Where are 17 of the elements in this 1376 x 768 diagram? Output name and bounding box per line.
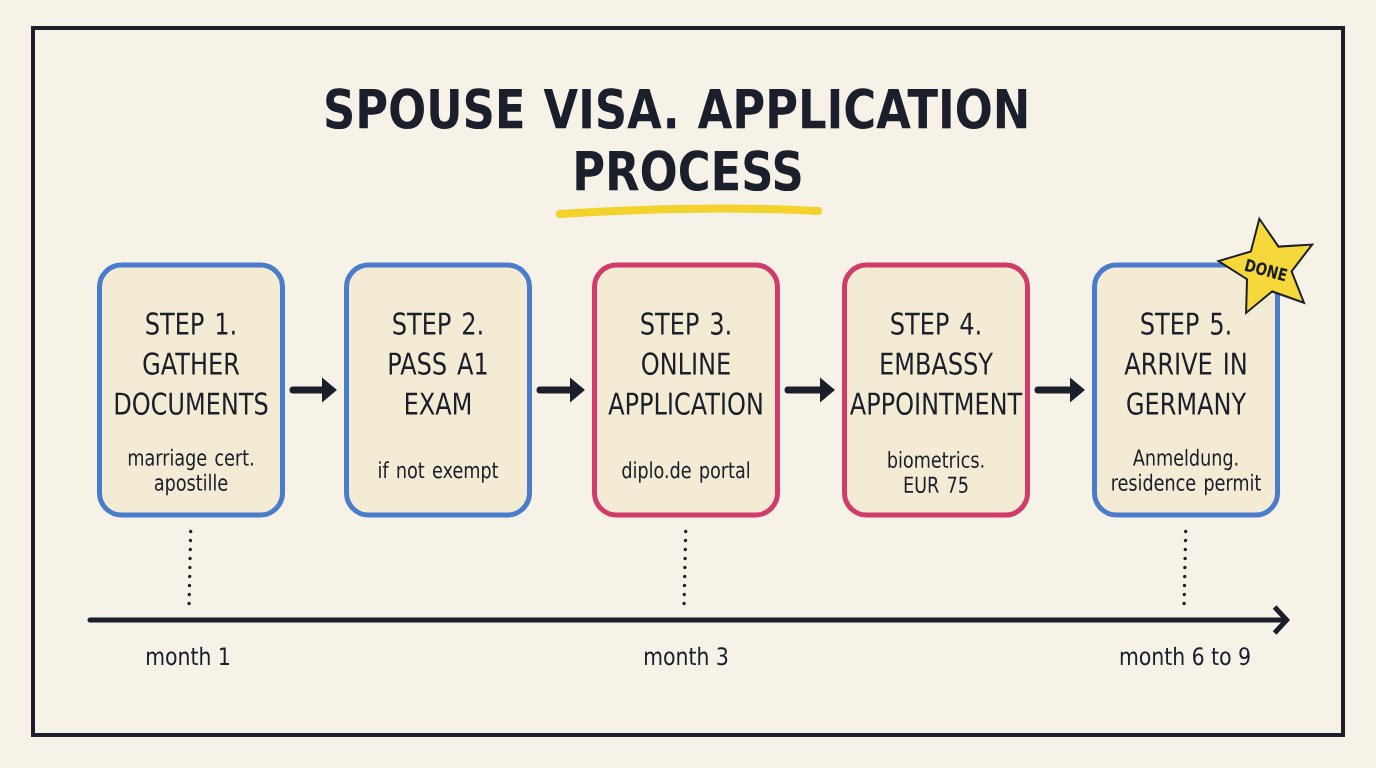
diagram-title: SPOUSE VISA. APPLICATION PROCESS (326, 88, 1027, 192)
step-title: STEP 2. PASS A1 EXAM (389, 312, 487, 415)
month-label: month 3 (645, 646, 728, 666)
step-box (97, 262, 285, 518)
step-title: STEP 1. GATHER DOCUMENTS (115, 312, 268, 415)
step-note: biometrics. EUR 75 (888, 451, 984, 493)
month-label: month 1 (147, 646, 229, 666)
step-title: STEP 4. EMBASSY APPOINTMENT (850, 312, 1023, 415)
month-label: month 6 to 9 (1120, 646, 1250, 666)
step-box (842, 262, 1030, 518)
step-note: marriage cert. apostille (128, 448, 253, 496)
step-title: STEP 3. ONLINE APPLICATION (608, 312, 762, 415)
step-box (592, 262, 780, 518)
step-note: if not exempt (379, 461, 499, 483)
step-note: diplo.de portal (622, 461, 749, 483)
step-box (344, 262, 532, 518)
step-note: Anmeldung. residence permit (1112, 448, 1261, 496)
